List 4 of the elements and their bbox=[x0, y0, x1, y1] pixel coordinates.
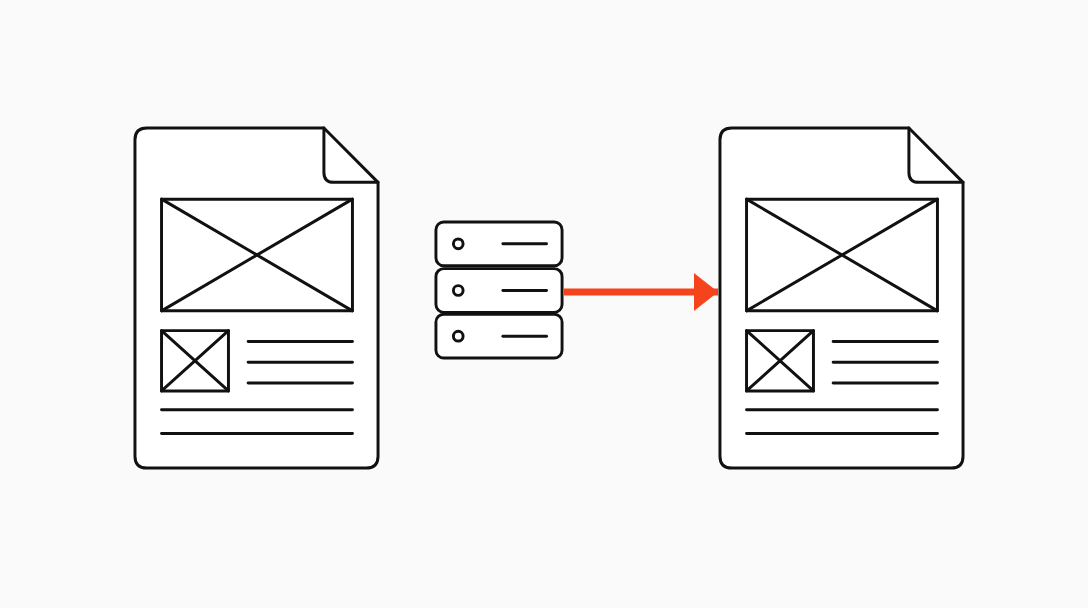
document-illustration bbox=[133, 126, 380, 470]
server-icon bbox=[434, 220, 564, 360]
document-illustration bbox=[718, 126, 965, 470]
arrow bbox=[564, 273, 718, 311]
